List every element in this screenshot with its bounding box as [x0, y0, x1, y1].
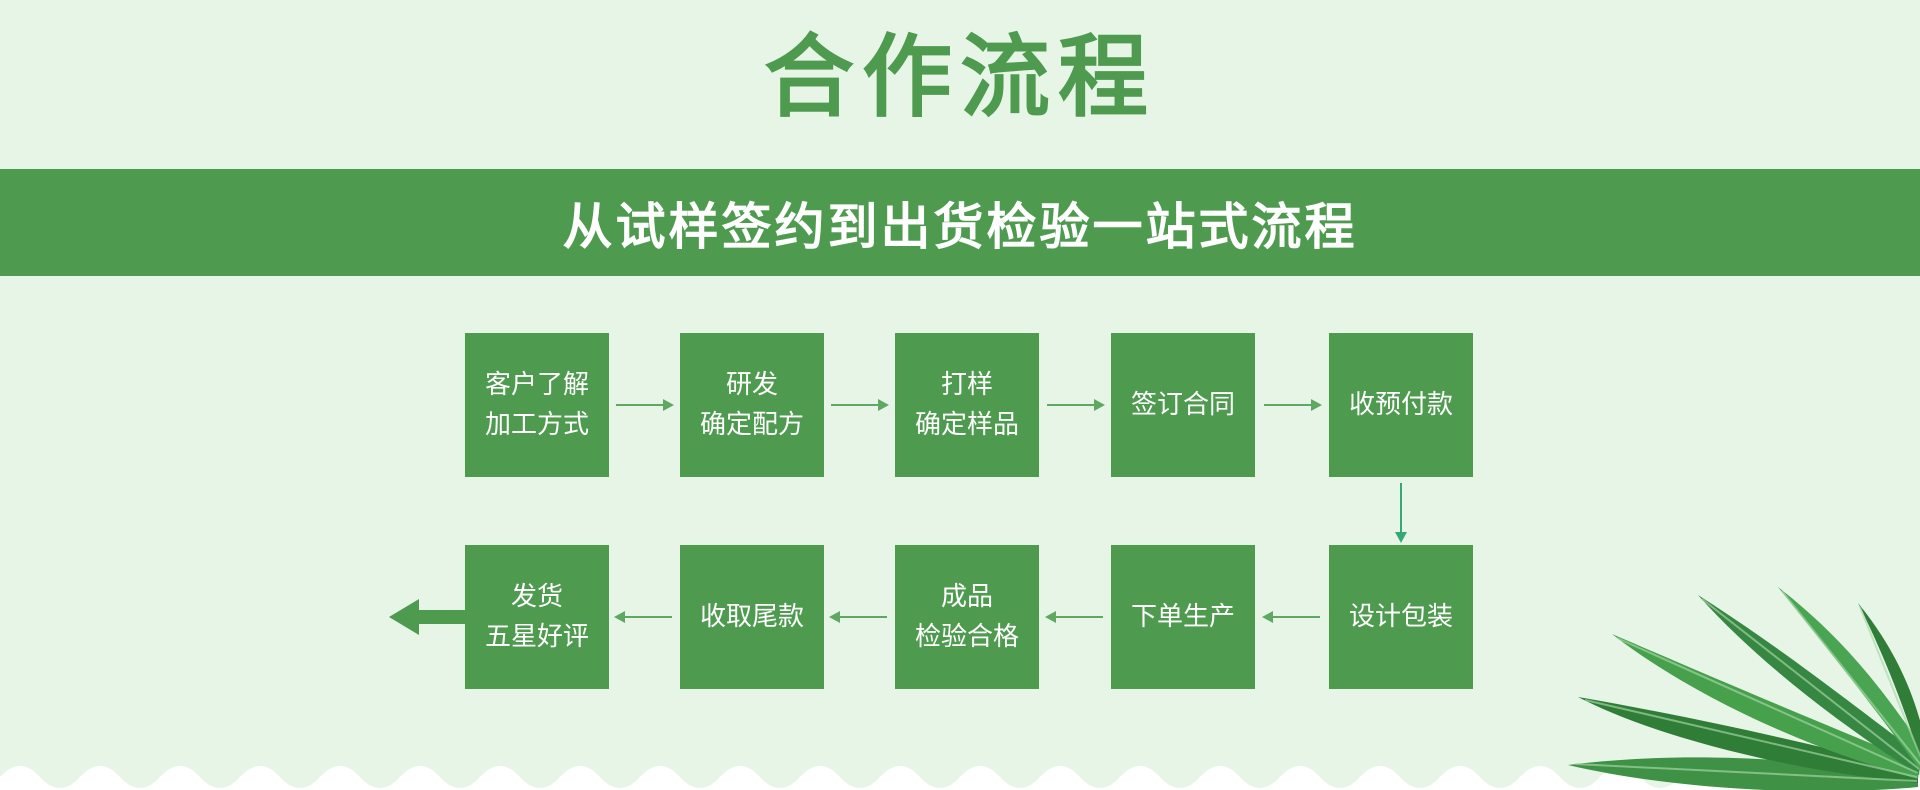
arrow-right-icon — [1047, 399, 1105, 411]
subtitle-banner: 从试样签约到出货检验一站式流程 — [0, 169, 1920, 276]
step-customer-learn-processing: 客户了解 加工方式 — [465, 333, 609, 477]
arrow-down-icon — [1395, 483, 1407, 543]
arrow-right-icon — [1264, 399, 1322, 411]
step-rd-confirm-formula: 研发 确定配方 — [680, 333, 824, 477]
step-design-packaging: 设计包装 — [1329, 545, 1473, 689]
page-title: 合作流程 — [764, 25, 1156, 130]
step-ship-five-star-review: 发货 五星好评 — [465, 545, 609, 689]
arrow-left-icon — [1262, 611, 1320, 623]
leaf-image — [1568, 587, 1920, 790]
step-sign-contract: 签订合同 — [1111, 333, 1255, 477]
arrow-left-icon — [614, 611, 672, 623]
step-finished-inspection: 成品 检验合格 — [895, 545, 1039, 689]
subtitle-text: 从试样签约到出货检验一站式流程 — [562, 197, 1358, 256]
step-sample-confirm: 打样 确定样品 — [895, 333, 1039, 477]
arrow-left-icon — [829, 611, 887, 623]
step-receive-balance: 收取尾款 — [680, 545, 824, 689]
wave-border — [0, 766, 1920, 790]
arrow-left-icon — [1045, 611, 1103, 623]
big-arrow-left-icon — [389, 599, 465, 635]
step-order-production: 下单生产 — [1111, 545, 1255, 689]
arrow-right-icon — [831, 399, 889, 411]
step-receive-advance-payment: 收预付款 — [1329, 333, 1473, 477]
arrow-right-icon — [616, 399, 674, 411]
